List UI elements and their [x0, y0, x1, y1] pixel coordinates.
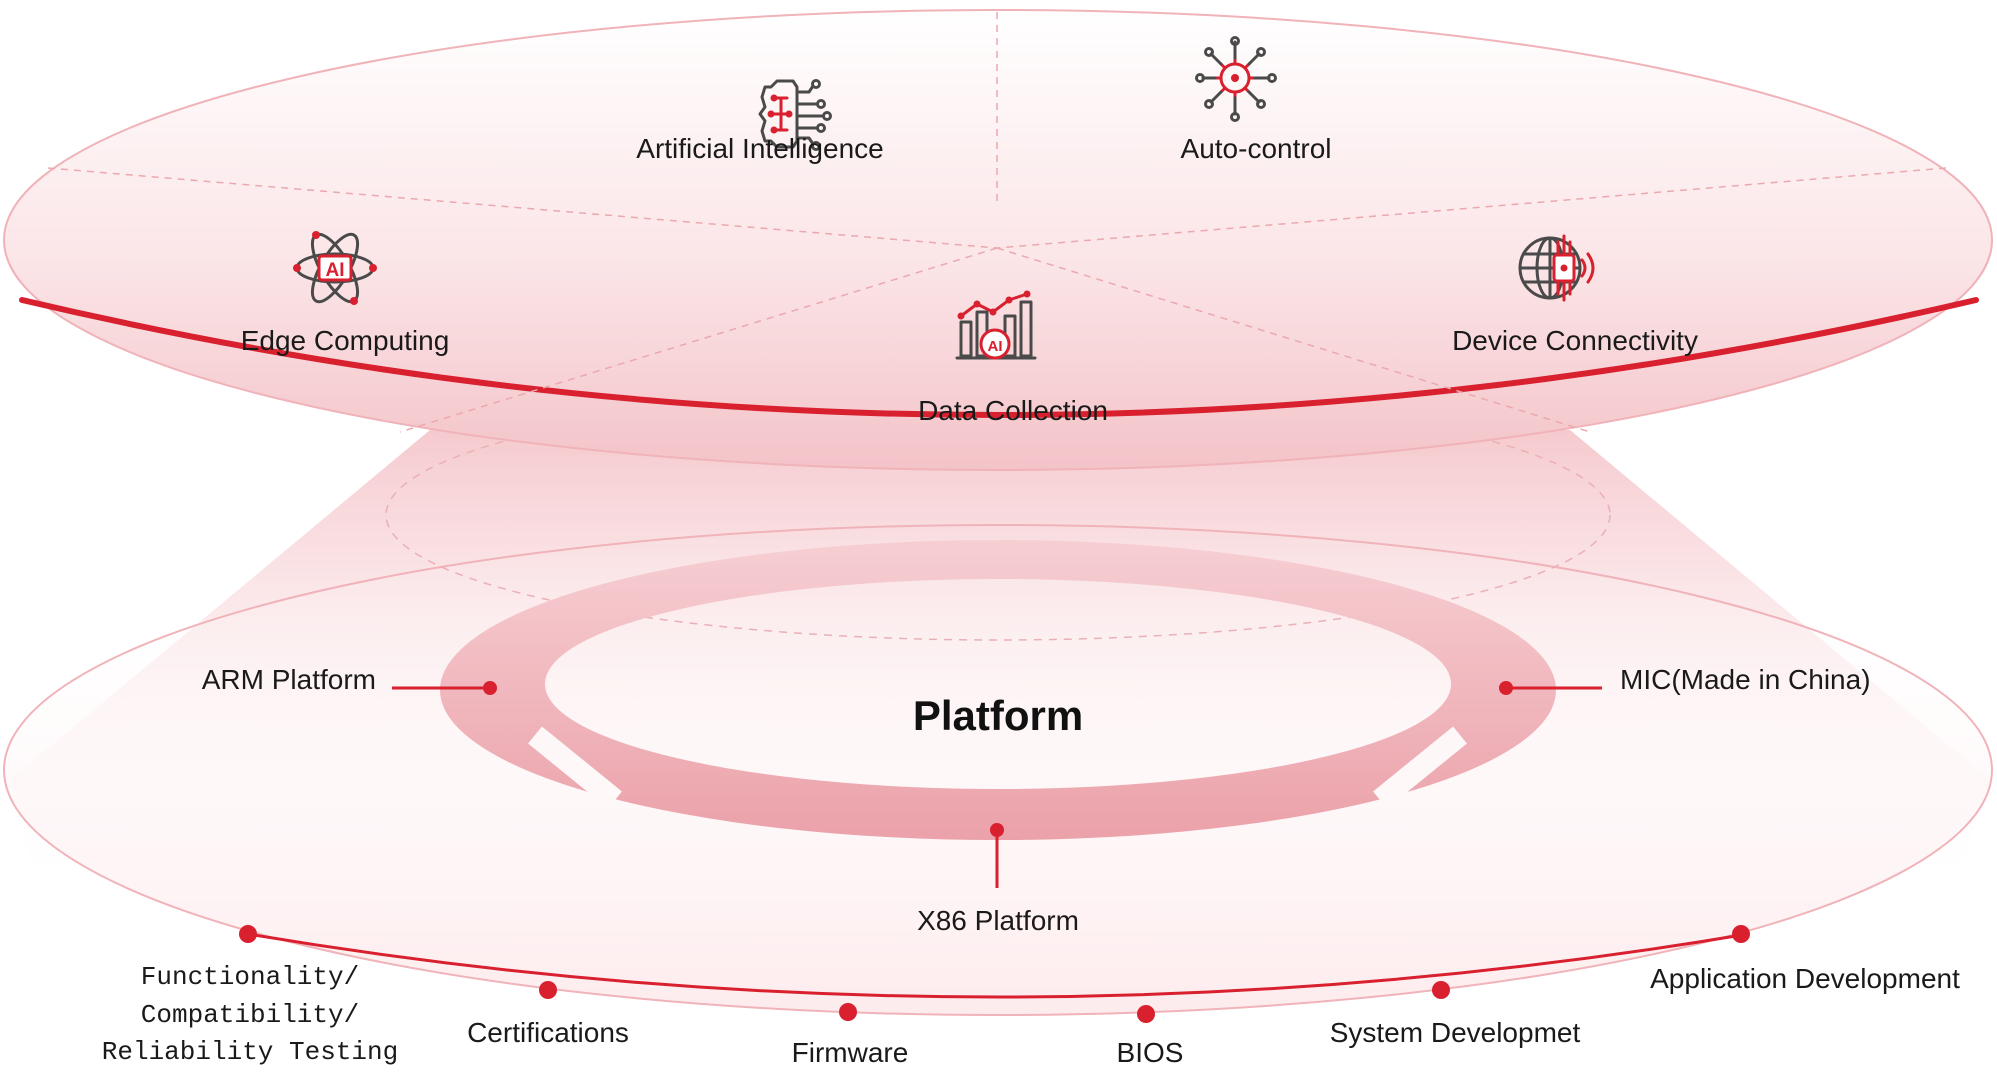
arm-connector [392, 681, 497, 695]
label-application-development: Application Development [1650, 963, 1960, 994]
label-arm-platform: ARM Platform [202, 664, 376, 695]
service-dots [239, 925, 1750, 1023]
label-x86-platform: X86 Platform [917, 905, 1079, 936]
platform-title: Platform [913, 692, 1083, 739]
label-artificial-intelligence: Artificial Intelligence [636, 133, 883, 164]
services-arc [247, 932, 1749, 999]
top-disc [3, 9, 1993, 471]
ai-bar-chart-icon: AI [955, 290, 1037, 360]
label-edge-computing: Edge Computing [241, 325, 450, 356]
label-device-connectivity: Device Connectivity [1452, 325, 1698, 356]
label-auto-control: Auto-control [1181, 133, 1332, 164]
gear-circuit-icon [1195, 36, 1277, 122]
globe-signal-icon [1518, 234, 1595, 302]
label-testing-line-3: Reliability Testing [102, 1037, 398, 1067]
label-testing-line-2: Compatibility/ [141, 1000, 359, 1030]
svg-text:AI: AI [988, 338, 1003, 355]
label-certifications: Certifications [467, 1017, 629, 1048]
label-bios: BIOS [1117, 1037, 1184, 1068]
mic-connector [1499, 681, 1602, 695]
label-testing-line-1: Functionality/ [141, 962, 359, 992]
svg-text:AI: AI [326, 260, 345, 281]
label-firmware: Firmware [792, 1037, 909, 1068]
label-data-collection: Data Collection [918, 395, 1108, 426]
label-system-development: System Developmet [1330, 1017, 1581, 1048]
x86-connector [990, 823, 1004, 888]
label-mic-platform: MIC(Made in China) [1620, 664, 1871, 695]
dashed-orbit [385, 389, 1611, 641]
brain-circuit-icon [758, 79, 832, 151]
